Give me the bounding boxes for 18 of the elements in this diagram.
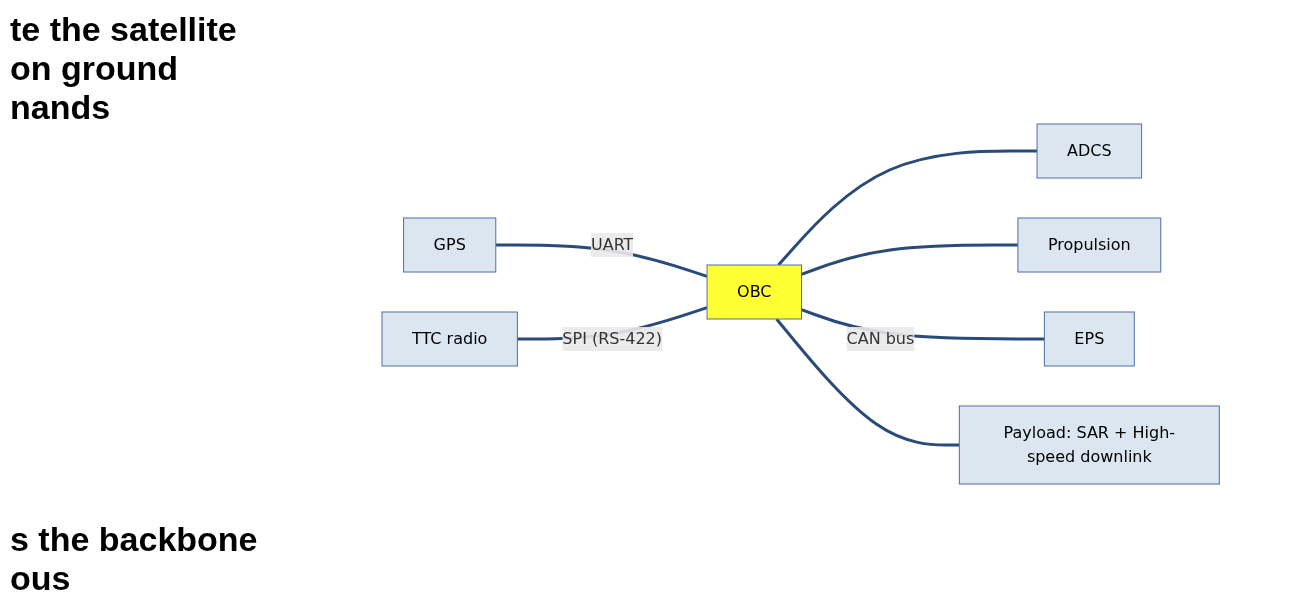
- connector: [775, 318, 960, 447]
- edge-label: CAN bus: [846, 329, 915, 348]
- node-box: Payload: SAR + High-speed downlink: [958, 405, 1220, 485]
- connector: [777, 149, 1037, 266]
- slide-text: on ground: [10, 49, 180, 89]
- node-box: EPS: [1043, 311, 1135, 367]
- node-box: TTC radio: [381, 311, 518, 367]
- edge-label: SPI (RS-422): [562, 329, 662, 348]
- node-box: ADCS: [1036, 123, 1142, 179]
- slide-text: te the satellite: [10, 10, 238, 50]
- connector: [800, 243, 1018, 276]
- slide-text: nands: [10, 88, 112, 128]
- node-box: GPS: [402, 217, 497, 273]
- node-box: OBC: [706, 264, 802, 320]
- slide-text: ous: [10, 558, 72, 598]
- slide-text: s the backbone: [10, 519, 259, 559]
- edge-label: UART: [590, 235, 634, 254]
- node-box: Propulsion: [1017, 217, 1162, 273]
